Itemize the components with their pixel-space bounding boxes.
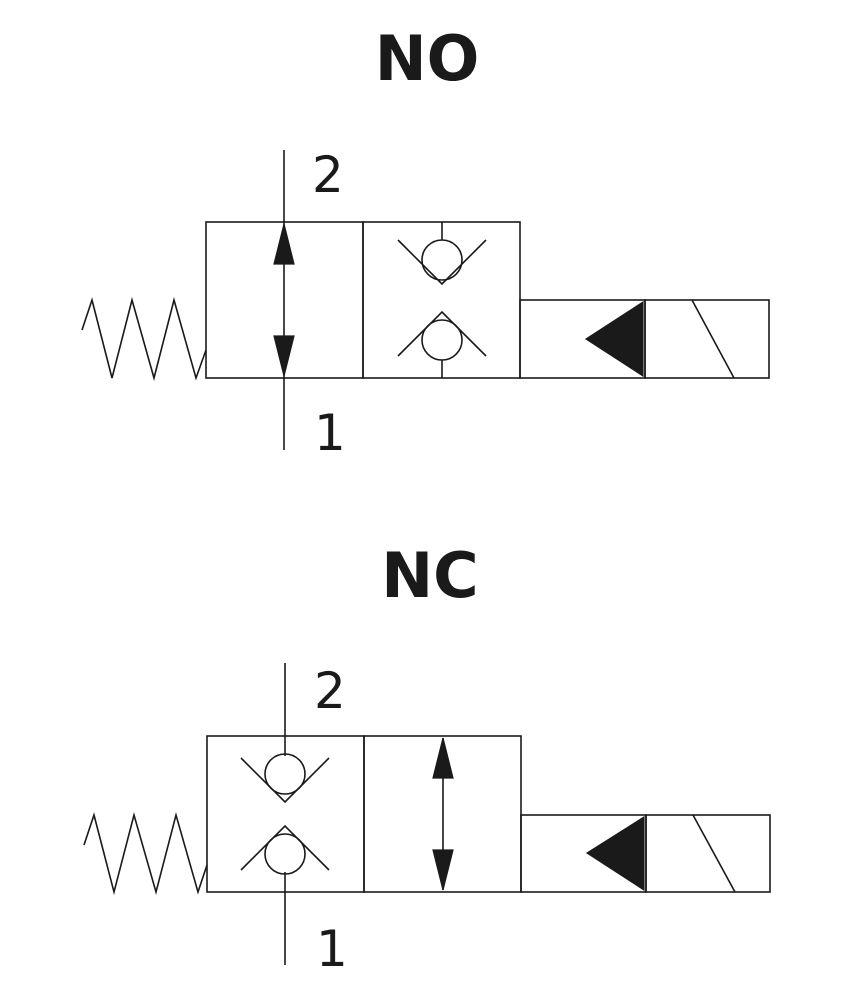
port-1-label: 1	[314, 404, 346, 462]
double-arrow-icon	[432, 737, 454, 891]
spring-icon	[83, 811, 208, 896]
solenoid-icon	[519, 299, 770, 379]
solenoid-icon	[520, 814, 771, 893]
nc-title: NC	[381, 539, 478, 612]
check-valve-icon	[397, 222, 487, 378]
nc-valve-diagram: NC 2 1	[83, 539, 771, 978]
right-cell	[363, 735, 522, 893]
double-arrow-icon	[273, 222, 295, 378]
left-cell	[206, 735, 365, 893]
port-2-label: 2	[314, 662, 346, 720]
port-1-label: 1	[316, 920, 348, 978]
spring-icon	[81, 296, 207, 382]
no-valve-diagram: NO 2 1	[81, 22, 770, 462]
no-title: NO	[375, 22, 480, 95]
port-2-label: 2	[312, 146, 344, 204]
right-cell	[362, 221, 521, 379]
check-valve-icon	[240, 753, 330, 875]
